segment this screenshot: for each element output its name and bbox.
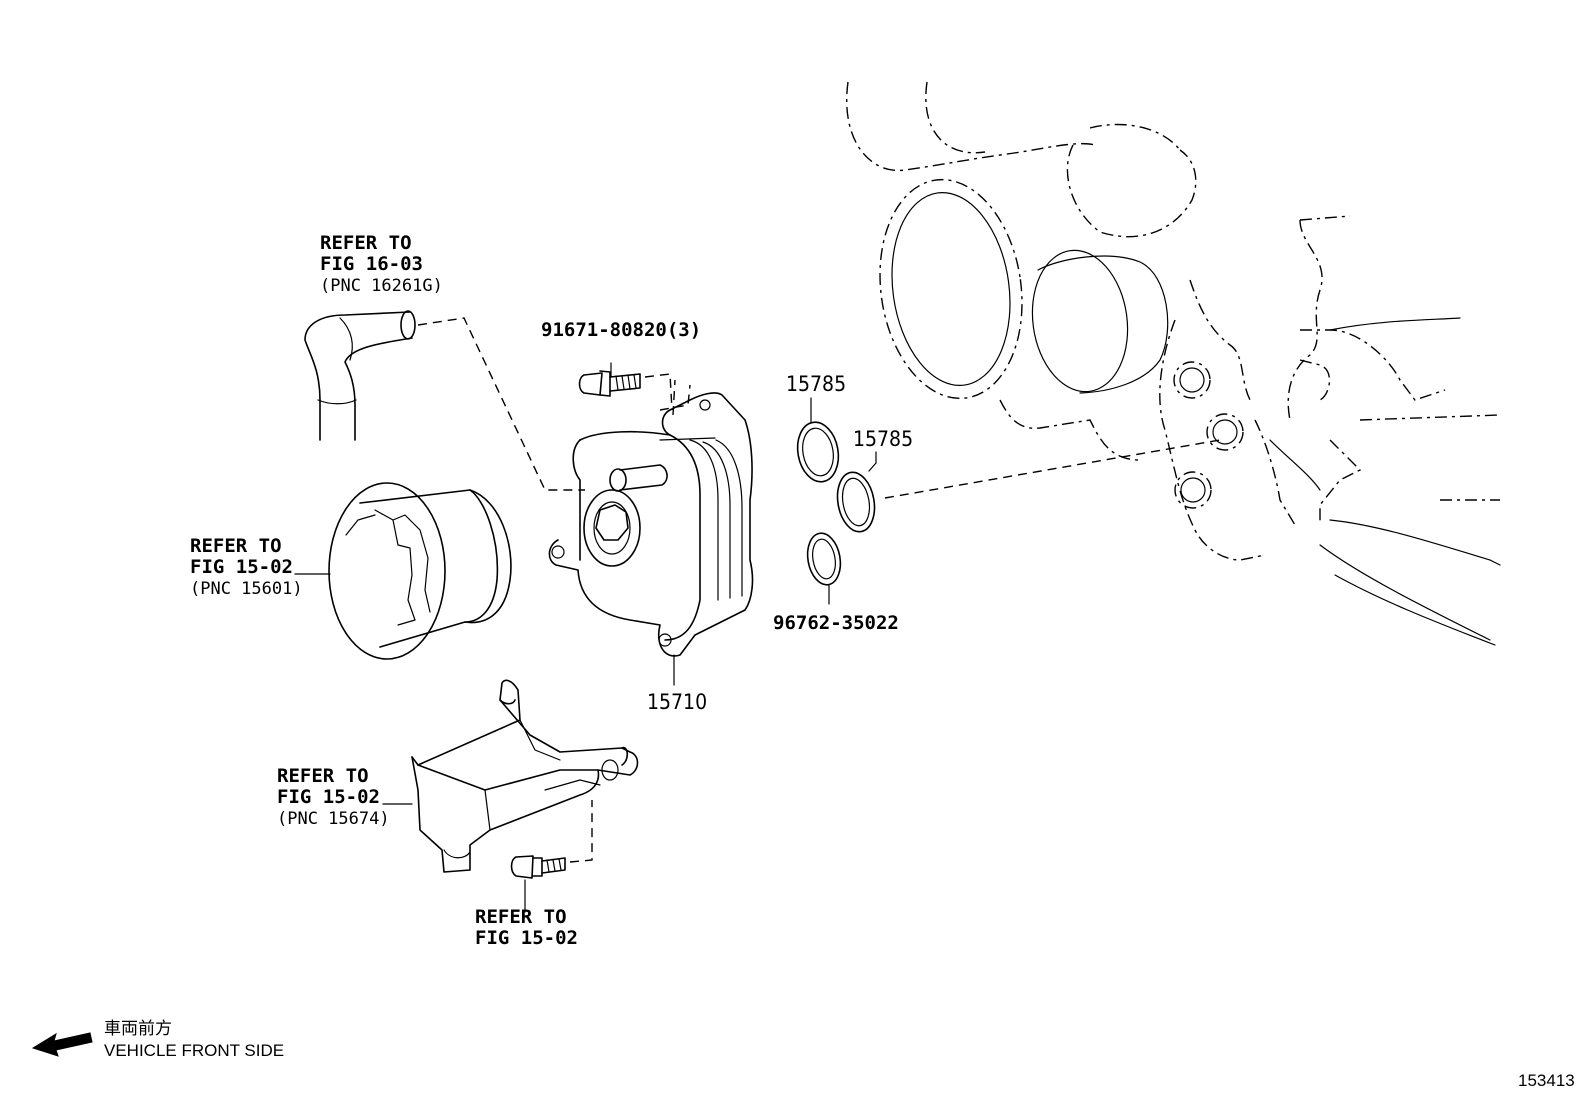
oil-pan-part bbox=[411, 679, 639, 873]
callout-filter-line1: REFER TO bbox=[190, 535, 282, 557]
callout-hose-line3: (PNC 16261G) bbox=[320, 276, 443, 296]
oring-small bbox=[806, 532, 842, 586]
oring-upper bbox=[796, 421, 840, 483]
cooler-engine-guide bbox=[884, 439, 1221, 499]
oil-cooler-part bbox=[548, 379, 754, 657]
leader-lines bbox=[294, 362, 877, 913]
hose-part bbox=[304, 310, 585, 491]
callout-hose-line1: REFER TO bbox=[320, 232, 412, 254]
vehicle-front-legend: 車両前方 VEHICLE FRONT SIDE bbox=[31, 1019, 284, 1060]
callout-hose-line2: FIG 16-03 bbox=[320, 253, 423, 275]
oil-filter-part bbox=[328, 482, 512, 660]
engine-block bbox=[846, 81, 1501, 646]
front-arrow-icon bbox=[31, 1032, 93, 1057]
callout-pan-line1: REFER TO bbox=[277, 765, 369, 787]
callout-filter: REFER TO FIG 15-02 (PNC 15601) bbox=[190, 535, 303, 599]
callout-bolt-bottom-line1: REFER TO bbox=[475, 906, 567, 928]
part-number-cooler: 15710 bbox=[647, 690, 707, 714]
callout-hose: REFER TO FIG 16-03 (PNC 16261G) bbox=[320, 232, 443, 296]
bolt-part bbox=[578, 370, 673, 411]
legend-en: VEHICLE FRONT SIDE bbox=[104, 1041, 284, 1060]
callout-pan: REFER TO FIG 15-02 (PNC 15674) bbox=[277, 765, 390, 829]
figure-id: 153413 bbox=[1518, 1071, 1575, 1090]
callout-pan-line2: FIG 15-02 bbox=[277, 786, 380, 808]
callout-bolt-bottom: REFER TO FIG 15-02 bbox=[475, 906, 578, 949]
callout-pan-line3: (PNC 15674) bbox=[277, 809, 390, 829]
oring-lower bbox=[836, 471, 876, 533]
pan-bolt-part bbox=[510, 800, 593, 879]
part-number-bolt: 91671-80820(3) bbox=[541, 319, 701, 341]
part-number-oring-small: 96762-35022 bbox=[773, 612, 899, 634]
callout-filter-line2: FIG 15-02 bbox=[190, 556, 293, 578]
callout-filter-line3: (PNC 15601) bbox=[190, 579, 303, 599]
callout-bolt-bottom-line2: FIG 15-02 bbox=[475, 927, 578, 949]
part-number-oring-lower: 15785 bbox=[853, 427, 913, 451]
legend-jp: 車両前方 bbox=[104, 1019, 172, 1038]
part-number-oring-upper: 15785 bbox=[786, 372, 846, 396]
